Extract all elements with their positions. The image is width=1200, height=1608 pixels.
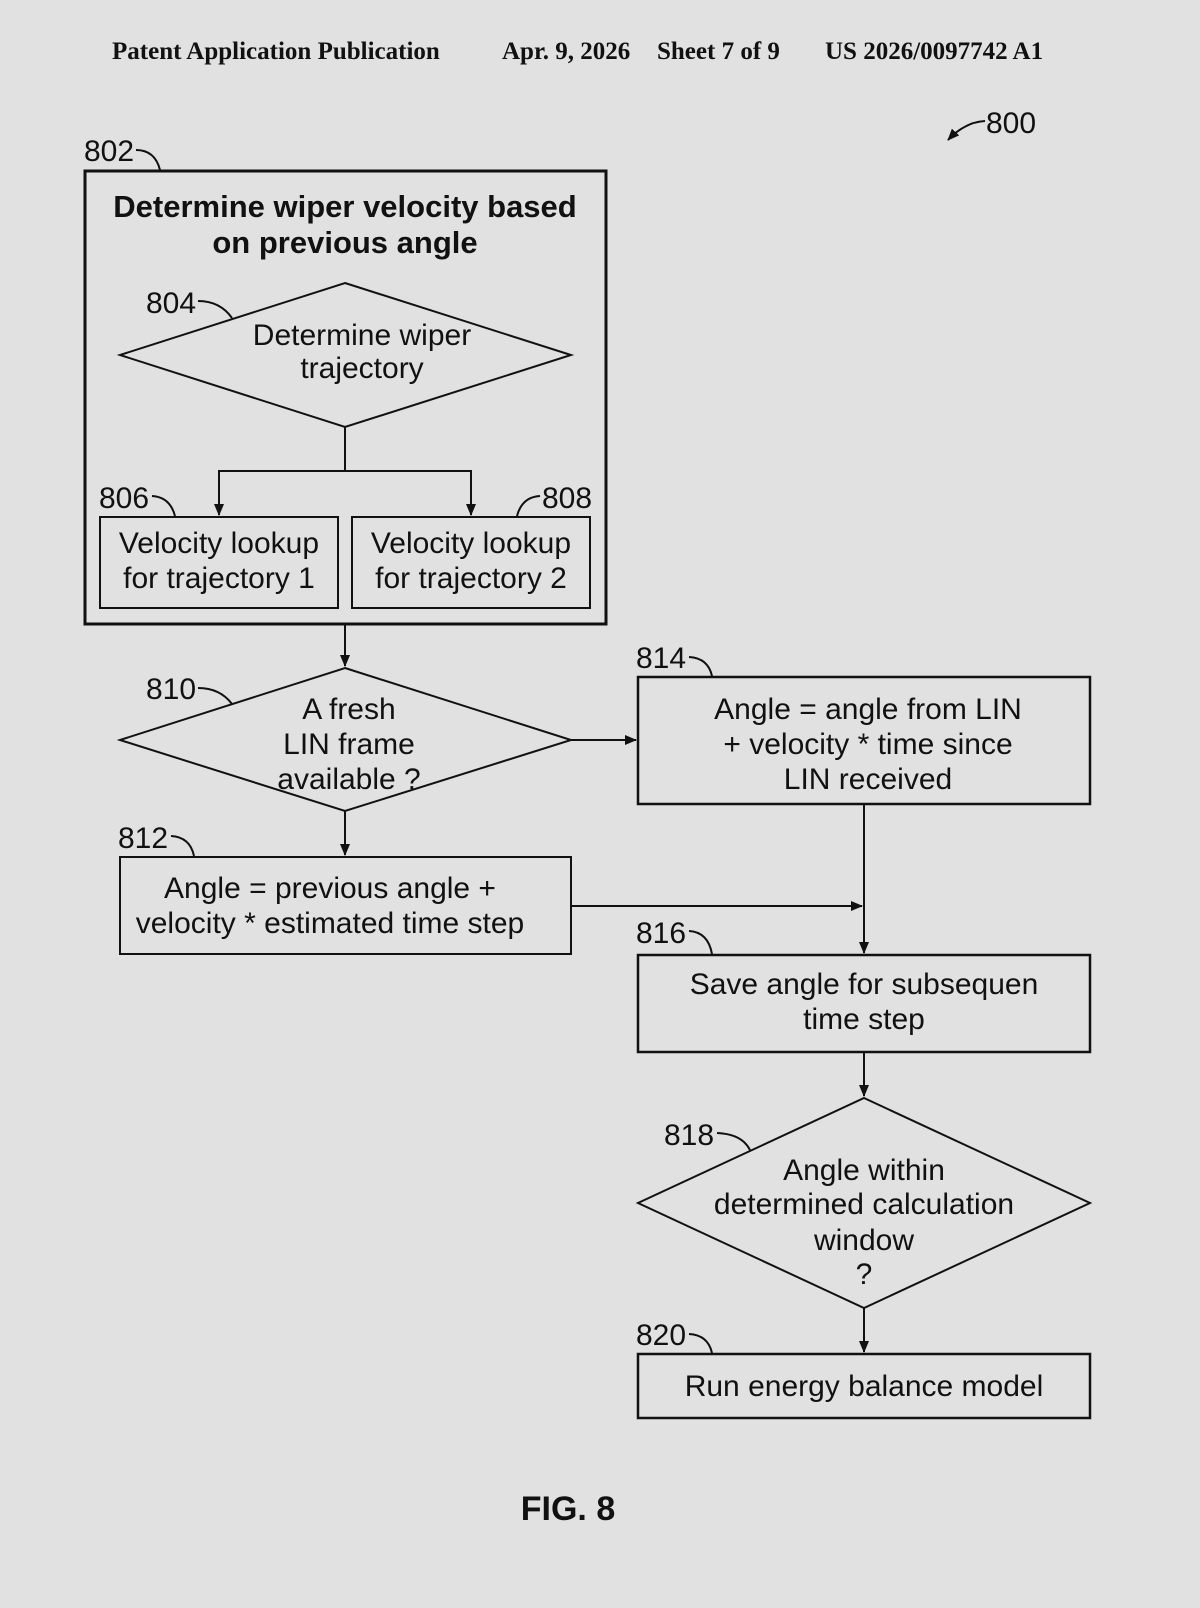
leader-814 <box>688 656 713 677</box>
ref-818: 818 <box>664 1119 714 1152</box>
leader-808 <box>516 495 541 517</box>
node-820-box <box>636 1352 1092 1420</box>
node-804-line-1: Determine wiper <box>253 319 471 352</box>
node-818-line-3: window <box>813 1224 914 1257</box>
node-810-line-1: A fresh <box>302 693 395 726</box>
node-818-line-4: ? <box>856 1258 873 1291</box>
ref-810: 810 <box>146 673 196 706</box>
ref-808: 808 <box>542 482 592 515</box>
node-808-box <box>351 516 591 609</box>
node-818-line-1: Angle within <box>783 1154 945 1187</box>
node-814-line-2: + velocity * time since <box>723 728 1012 761</box>
leader-806 <box>151 495 176 517</box>
node-808-line-1: Velocity lookup <box>371 527 571 560</box>
header-sheet: Sheet 7 of 9 <box>657 38 780 65</box>
node-816-line-1: Save angle for subsequen <box>690 968 1039 1001</box>
node-802-line-2: on previous angle <box>212 225 477 260</box>
node-818-line-2: determined calculation <box>714 1188 1014 1221</box>
ref-802: 802 <box>84 135 134 168</box>
edge-804-808 <box>345 470 476 516</box>
ref-812: 812 <box>118 822 168 855</box>
node-806-line-1: Velocity lookup <box>119 527 319 560</box>
node-814-line-1: Angle = angle from LIN <box>714 693 1022 726</box>
leader-820 <box>688 1333 713 1354</box>
leader-816 <box>688 930 713 955</box>
node-810-line-2: LIN frame <box>283 728 415 761</box>
header-number: US 2026/0097742 A1 <box>825 38 1044 65</box>
node-816-line-2: time step <box>803 1003 925 1036</box>
leader-804 <box>197 300 233 319</box>
node-802-line-1: Determine wiper velocity based <box>113 189 576 224</box>
ref-804: 804 <box>146 287 196 320</box>
node-806-line-2: for trajectory 1 <box>123 562 315 595</box>
node-812-line-1: Angle = previous angle + <box>164 872 496 905</box>
ref-806: 806 <box>99 482 149 515</box>
edge-804-806 <box>214 427 346 516</box>
header-date: Apr. 9, 2026 <box>502 38 631 65</box>
node-812-line-2: velocity * estimated time step <box>136 907 525 940</box>
figure-ref: 800 <box>986 107 1036 140</box>
ref-814: 814 <box>636 642 686 675</box>
node-808-line-2: for trajectory 2 <box>375 562 567 595</box>
leader-810 <box>197 687 233 705</box>
node-810-line-3: available ? <box>277 763 420 796</box>
node-820-line-1: Run energy balance model <box>685 1370 1044 1403</box>
leader-802 <box>135 149 161 171</box>
ref-816: 816 <box>636 917 686 950</box>
node-806-box <box>99 516 339 609</box>
figure-label: FIG. 8 <box>521 1490 615 1528</box>
node-804-line-2: trajectory <box>300 352 423 385</box>
ref-820: 820 <box>636 1319 686 1352</box>
figure-ref-arrow <box>947 120 986 141</box>
header-publication: Patent Application Publication <box>112 38 440 65</box>
leader-812 <box>170 835 195 857</box>
leader-818 <box>716 1132 751 1151</box>
node-814-line-3: LIN received <box>784 763 952 796</box>
